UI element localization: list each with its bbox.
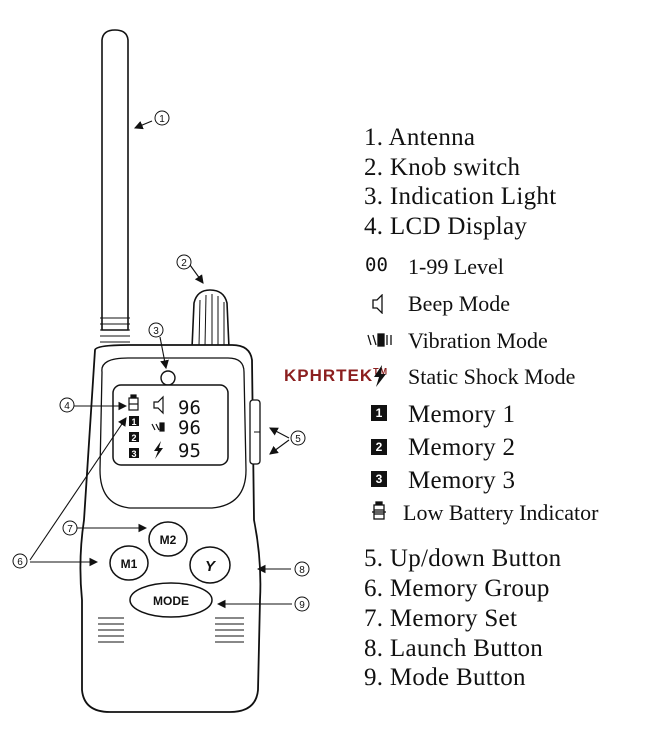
callout-4: 4	[64, 401, 70, 412]
part-mode-button: 9. Mode Button	[364, 664, 526, 691]
callout-5: 5	[295, 434, 301, 445]
callout-7: 7	[67, 524, 73, 535]
legend-beep: Beep Mode	[408, 291, 511, 316]
lcd-speaker-icon	[153, 395, 164, 415]
callout-8: 8	[299, 565, 305, 576]
lcd-vibration-icon	[151, 422, 165, 432]
lcd-value-2: 96	[178, 417, 201, 439]
lcd-value-3: 95	[178, 440, 201, 462]
svg-text:2: 2	[131, 433, 136, 443]
antenna	[100, 29, 130, 343]
battery-icon	[372, 501, 386, 520]
callout-1: 1	[159, 114, 165, 125]
callout-9: 9	[299, 600, 305, 611]
part-memory-set: 7. Memory Set	[364, 605, 518, 632]
vibration-icon	[367, 333, 392, 347]
callout-3: 3	[153, 326, 159, 337]
speaker-icon	[372, 294, 383, 314]
knob-switch	[191, 289, 230, 349]
memory-3-icon: 3	[371, 471, 387, 487]
svg-text:M2: M2	[160, 533, 177, 547]
svg-text:M1: M1	[121, 557, 138, 571]
m2-button[interactable]: M2	[148, 521, 188, 557]
memory-2-icon: 2	[371, 439, 387, 455]
legend-level: 1-99 Level	[408, 254, 504, 279]
speaker-grille	[98, 617, 244, 643]
mode-button[interactable]: MODE	[129, 582, 213, 618]
legend-low-battery: Low Battery Indicator	[403, 500, 599, 525]
legend-vibration: Vibration Mode	[408, 328, 548, 353]
indication-light	[160, 370, 176, 386]
part-indication-light: 3. Indication Light	[364, 183, 557, 210]
legend-memory-3: Memory 3	[408, 467, 516, 494]
lightning-icon	[374, 365, 386, 387]
callout-numbers	[12, 110, 310, 612]
callout-6: 6	[17, 557, 23, 568]
part-memory-group: 6. Memory Group	[364, 575, 550, 602]
part-knob-switch: 2. Knob switch	[364, 154, 521, 181]
svg-text:3: 3	[131, 449, 136, 459]
lcd-battery-icon	[128, 394, 139, 411]
lcd-memory-indicators: 1 2 3	[129, 416, 139, 459]
callout-leaders	[29, 120, 292, 609]
lcd-display: 1 2 3 96 96 95	[112, 384, 229, 466]
legend-static-shock: Static Shock Mode	[408, 364, 576, 389]
lcd-value-1: 96	[178, 397, 201, 419]
part-up-down-button: 5. Up/down Button	[364, 545, 562, 572]
svg-text:1: 1	[131, 417, 136, 427]
part-lcd-display: 4. LCD Display	[364, 213, 528, 240]
m1-button[interactable]: M1	[109, 545, 149, 581]
y-button[interactable]: Y	[189, 546, 231, 584]
seven-segment-icon: 00	[365, 254, 388, 276]
callout-2: 2	[181, 258, 187, 269]
svg-text:MODE: MODE	[153, 594, 189, 608]
lcd-lightning-icon	[154, 441, 163, 459]
part-launch-button: 8. Launch Button	[364, 635, 544, 662]
part-antenna: 1. Antenna	[364, 124, 476, 151]
legend-memory-2: Memory 2	[408, 434, 516, 461]
legend-memory-1: Memory 1	[408, 401, 516, 428]
svg-text:Y: Y	[205, 558, 217, 575]
memory-1-icon: 1	[371, 405, 387, 421]
